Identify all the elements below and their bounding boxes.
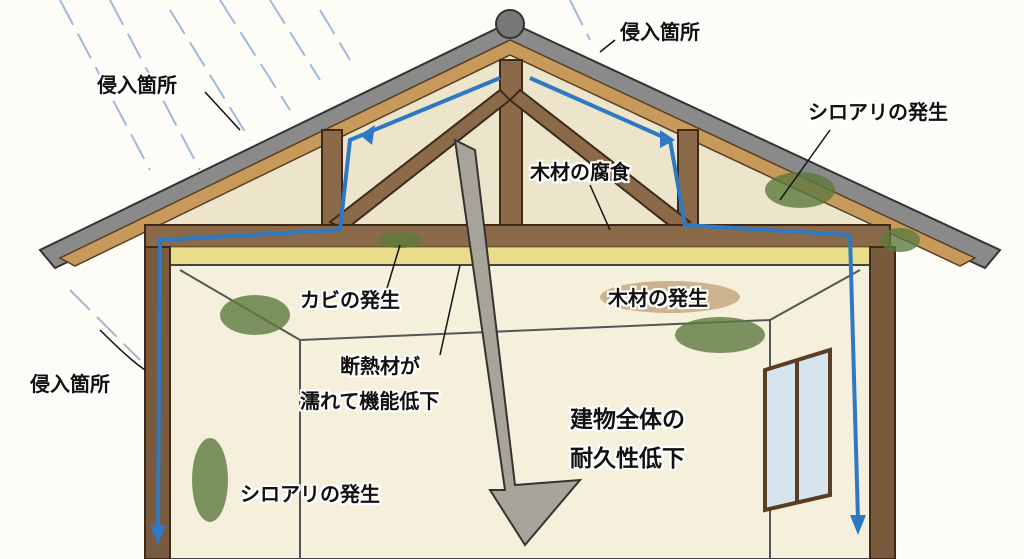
arrow-head [150,525,166,545]
roof-trusses [144,59,891,248]
label-mold: カビの発生 [300,288,400,312]
label-wood-decay: 木材の腐食 [530,160,630,184]
window [763,347,832,513]
arrow-head [850,515,866,535]
roof [38,9,1002,270]
leader-lines [99,39,831,371]
right-post [869,246,896,559]
label-durability-2: 耐久性低下 [570,446,685,472]
label-termites-attic: シロアリの発生 [808,100,948,124]
label-intrusion-wall-left: 侵入箇所 [30,372,110,396]
label-termites-wall: シロアリの発生 [240,482,380,506]
label-intrusion-roof-right: 侵入箇所 [620,20,700,44]
label-insulation-1: 断熱材が [340,354,420,378]
label-wood-occurrence: 木材の発生 [608,286,708,310]
label-durability-1: 建物全体の [570,407,685,433]
arrow-head [660,130,675,148]
mold-patches [192,172,920,522]
label-insulation-2: 濡れて機能低下 [300,389,440,413]
durability-arrow [453,138,583,547]
water-flow-arrows [156,76,860,531]
label-intrusion-roof-left: 侵入箇所 [97,73,177,97]
arrow-head [360,125,375,145]
insulation [154,246,881,266]
rain-streaks [59,0,591,361]
wood-stain [600,281,740,313]
